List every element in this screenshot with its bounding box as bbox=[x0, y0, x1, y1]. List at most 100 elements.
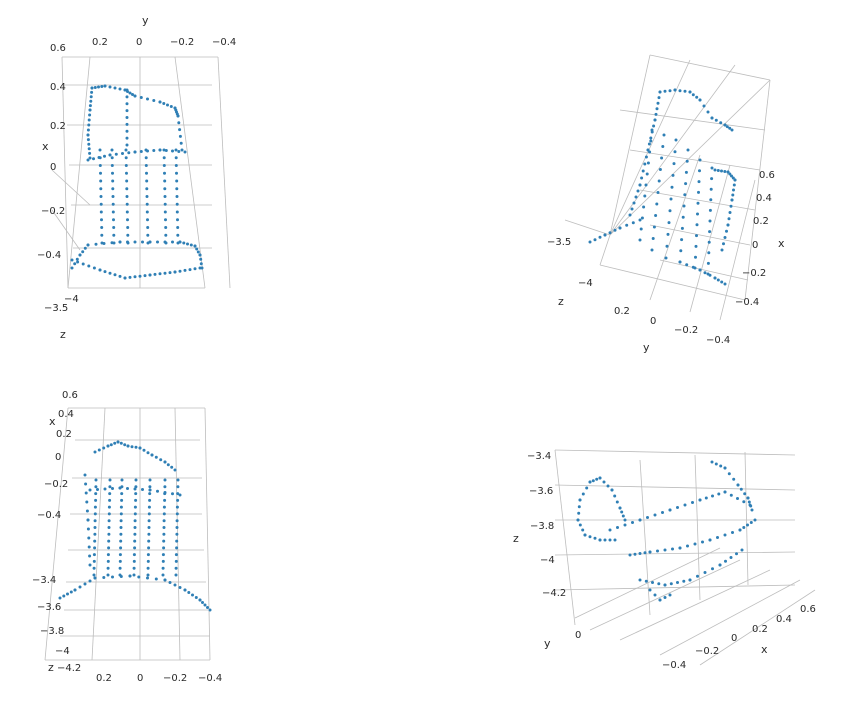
panel-3-point bbox=[163, 478, 167, 482]
panel-4-point bbox=[653, 513, 657, 517]
panel-4-point bbox=[583, 533, 587, 537]
panel-2-point bbox=[667, 221, 671, 225]
panel-3-point bbox=[93, 519, 97, 523]
panel-1-point bbox=[111, 202, 115, 206]
panel-1-point bbox=[90, 86, 94, 90]
panel-3-point bbox=[116, 440, 120, 444]
grid-line bbox=[589, 559, 741, 631]
panel-1-grid bbox=[51, 56, 231, 289]
panel-3-point bbox=[146, 576, 149, 580]
panel-1-point bbox=[126, 218, 129, 222]
panel-2-point bbox=[654, 112, 658, 116]
panel-3-point bbox=[148, 485, 152, 489]
panel-1-point bbox=[94, 242, 98, 246]
panel-1-point bbox=[196, 250, 200, 254]
panel-1-point bbox=[148, 240, 152, 244]
panel-3-point bbox=[198, 598, 202, 602]
grid-line bbox=[609, 64, 736, 236]
panel-1-point bbox=[125, 122, 129, 126]
panel-4-point bbox=[718, 563, 722, 567]
panel-2-point bbox=[716, 278, 720, 282]
panel-1-point bbox=[166, 103, 169, 107]
panel-3-point bbox=[120, 492, 124, 496]
panel-2-point bbox=[695, 223, 699, 227]
panel-4-point bbox=[646, 516, 649, 519]
panel-4-point bbox=[708, 538, 712, 542]
panel-1-point bbox=[176, 218, 179, 222]
panel-2-point bbox=[670, 185, 674, 189]
p1-x-tick: 0 bbox=[50, 162, 56, 173]
panel-3-point bbox=[156, 489, 159, 493]
panel-1-point bbox=[111, 171, 114, 175]
panel-2-point bbox=[673, 150, 677, 154]
panel-3-point bbox=[194, 596, 198, 599]
panel-4-point bbox=[638, 578, 642, 582]
panel-3-point bbox=[93, 546, 97, 550]
panel-4-point bbox=[631, 521, 634, 524]
panel-3-point bbox=[147, 546, 151, 550]
panel-1-point bbox=[139, 150, 143, 153]
panel-1-point bbox=[118, 87, 122, 91]
panel-2-point bbox=[678, 89, 682, 93]
panel-1-point bbox=[163, 210, 167, 214]
panel-3-point bbox=[162, 532, 166, 536]
panel-3-point bbox=[92, 566, 96, 570]
panel-1-point bbox=[126, 240, 129, 244]
grid-line bbox=[44, 407, 69, 661]
p3-x-tick: 0.2 bbox=[56, 429, 72, 440]
panel-4-point bbox=[683, 503, 687, 507]
panel-3-point bbox=[146, 566, 150, 570]
panel-2-point bbox=[698, 169, 701, 173]
panel-4-point bbox=[615, 500, 619, 504]
panel-1-point bbox=[125, 210, 129, 214]
panel-1-point bbox=[176, 233, 180, 237]
panel-3: x z 0.6 0.4 0.2 0 −0.2 −0.4 −3.4 −3.6 −3… bbox=[32, 390, 222, 684]
grid-line bbox=[689, 164, 731, 313]
p3-z-tick: −3.8 bbox=[40, 626, 64, 637]
panel-1-point bbox=[162, 156, 166, 160]
panel-3-point bbox=[118, 486, 122, 490]
panel-3-point bbox=[106, 553, 110, 557]
panel-3-point bbox=[178, 586, 182, 589]
panel-4-point bbox=[588, 480, 592, 484]
panel-2-point bbox=[649, 139, 653, 143]
panel-3-point bbox=[126, 487, 129, 490]
panel-1-point bbox=[158, 100, 162, 104]
panel-4-point bbox=[736, 483, 740, 487]
panel-3-point bbox=[92, 573, 96, 577]
panel-4-point bbox=[593, 536, 597, 540]
panel-3-point bbox=[86, 527, 90, 531]
panel-3-point bbox=[150, 453, 154, 457]
panel-1-point bbox=[108, 271, 112, 275]
panel-2-point bbox=[598, 235, 602, 239]
panel-3-point bbox=[175, 546, 179, 550]
panel-3-point bbox=[162, 526, 166, 529]
panel-2-point bbox=[634, 195, 638, 199]
panel-3-point bbox=[187, 591, 191, 594]
panel-3-point bbox=[175, 539, 179, 543]
panel-3-point bbox=[108, 498, 112, 502]
panel-1-point bbox=[198, 253, 202, 257]
panel-2-point bbox=[643, 194, 647, 198]
panel-1-point bbox=[125, 116, 129, 119]
panel-2-point bbox=[732, 183, 736, 187]
panel-2-point bbox=[638, 218, 642, 222]
panel-1-point bbox=[175, 202, 179, 206]
panel-1-point bbox=[133, 150, 137, 154]
panel-3-point bbox=[134, 498, 138, 502]
panel-1-point bbox=[133, 240, 137, 244]
panel-4-points bbox=[576, 460, 757, 602]
panel-2-point bbox=[656, 191, 660, 194]
panel-1-point bbox=[178, 128, 182, 132]
panel-4-point bbox=[623, 523, 627, 527]
panel-1-point bbox=[86, 243, 90, 247]
panel-1-point bbox=[158, 148, 162, 152]
panel-4-point bbox=[613, 494, 617, 498]
panel-3-point bbox=[206, 606, 209, 609]
panel-4-point bbox=[678, 546, 682, 550]
panel-1-point bbox=[125, 195, 129, 198]
panel-3-point bbox=[148, 488, 152, 492]
panel-1-point bbox=[141, 240, 144, 244]
panel-4-point bbox=[749, 521, 753, 524]
panel-3-point bbox=[162, 505, 166, 509]
